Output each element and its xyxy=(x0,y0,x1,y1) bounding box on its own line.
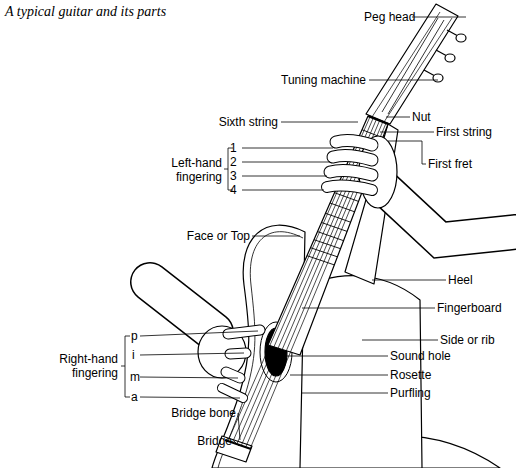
finger-letter: p xyxy=(131,329,138,343)
string xyxy=(232,118,373,443)
leader-line xyxy=(302,308,435,309)
string xyxy=(237,119,377,444)
right-forearm xyxy=(150,282,214,332)
part-label: First string xyxy=(436,125,492,139)
part-label: First fret xyxy=(428,157,472,171)
leader-line xyxy=(242,190,324,191)
leader-line xyxy=(140,397,240,398)
left-arm xyxy=(382,186,516,240)
part-label: Bridge xyxy=(197,434,232,448)
left-finger xyxy=(330,171,372,175)
part-label: Rosette xyxy=(390,368,431,382)
leader-line xyxy=(369,80,438,81)
part-label: Tuning machine xyxy=(281,73,366,87)
right-finger xyxy=(226,372,240,378)
tuning-key xyxy=(433,74,443,82)
bracket xyxy=(121,336,130,397)
finger-letter: a xyxy=(131,390,138,404)
part-label: Face or Top xyxy=(187,229,250,243)
peg-slot xyxy=(388,20,444,114)
fingering-label: Left-hand fingering xyxy=(158,156,222,184)
leader-line xyxy=(284,356,388,357)
finger-letter: m xyxy=(130,370,140,384)
leader-line xyxy=(242,176,327,177)
leader-line xyxy=(372,280,446,281)
leader-line xyxy=(290,375,388,376)
left-finger xyxy=(327,186,372,190)
part-label: Sixth string xyxy=(219,115,278,129)
part-label: Side or rib xyxy=(440,333,495,347)
leader-line xyxy=(242,148,333,149)
string xyxy=(246,122,383,448)
part-label: Purfling xyxy=(390,386,431,400)
left-finger xyxy=(336,141,372,145)
part-label: Peg head xyxy=(364,10,415,24)
leader-line xyxy=(242,162,330,163)
leader-line xyxy=(412,17,466,18)
left-finger xyxy=(336,141,372,145)
leader-line xyxy=(252,236,300,237)
finger-number: 2 xyxy=(230,155,237,169)
leader-line xyxy=(386,117,410,118)
right-forearm xyxy=(150,282,214,332)
string xyxy=(241,121,379,446)
left-finger xyxy=(333,156,372,160)
left-finger xyxy=(330,171,372,175)
part-label: Fingerboard xyxy=(437,301,502,315)
leader-line xyxy=(140,377,238,378)
right-finger xyxy=(222,388,243,398)
left-finger xyxy=(333,156,372,160)
part-label: Sound hole xyxy=(390,349,451,363)
leader-line xyxy=(281,122,358,123)
right-finger xyxy=(226,372,240,378)
string xyxy=(250,123,386,449)
peg-slot xyxy=(382,18,438,112)
peg-stem xyxy=(424,70,435,76)
leader-line xyxy=(362,340,438,341)
tuning-key xyxy=(445,54,455,62)
leader-line xyxy=(238,413,240,440)
finger-number: 4 xyxy=(230,183,237,197)
leader-line xyxy=(302,393,388,394)
peg-stem xyxy=(436,50,447,56)
diagram-title: A typical guitar and its parts xyxy=(5,4,166,20)
left-arm xyxy=(382,186,516,240)
string-on-peghead xyxy=(372,12,440,117)
part-label: Heel xyxy=(448,273,473,287)
finger-number: 3 xyxy=(230,169,237,183)
finger-letter: i xyxy=(132,348,135,362)
part-label: Nut xyxy=(412,110,431,124)
left-finger xyxy=(327,186,372,190)
leader-line xyxy=(380,132,434,133)
fingering-label: Right-hand fingering xyxy=(46,352,118,380)
leader-line xyxy=(234,441,239,446)
part-label: Bridge bone xyxy=(171,406,236,420)
finger-number: 1 xyxy=(230,141,237,155)
leader-line xyxy=(140,331,258,336)
tuning-key xyxy=(456,34,466,42)
leader-line xyxy=(388,141,426,164)
string-on-peghead xyxy=(384,18,452,122)
right-finger xyxy=(222,388,243,398)
leader-line xyxy=(140,353,244,355)
peg-stem xyxy=(447,30,458,36)
